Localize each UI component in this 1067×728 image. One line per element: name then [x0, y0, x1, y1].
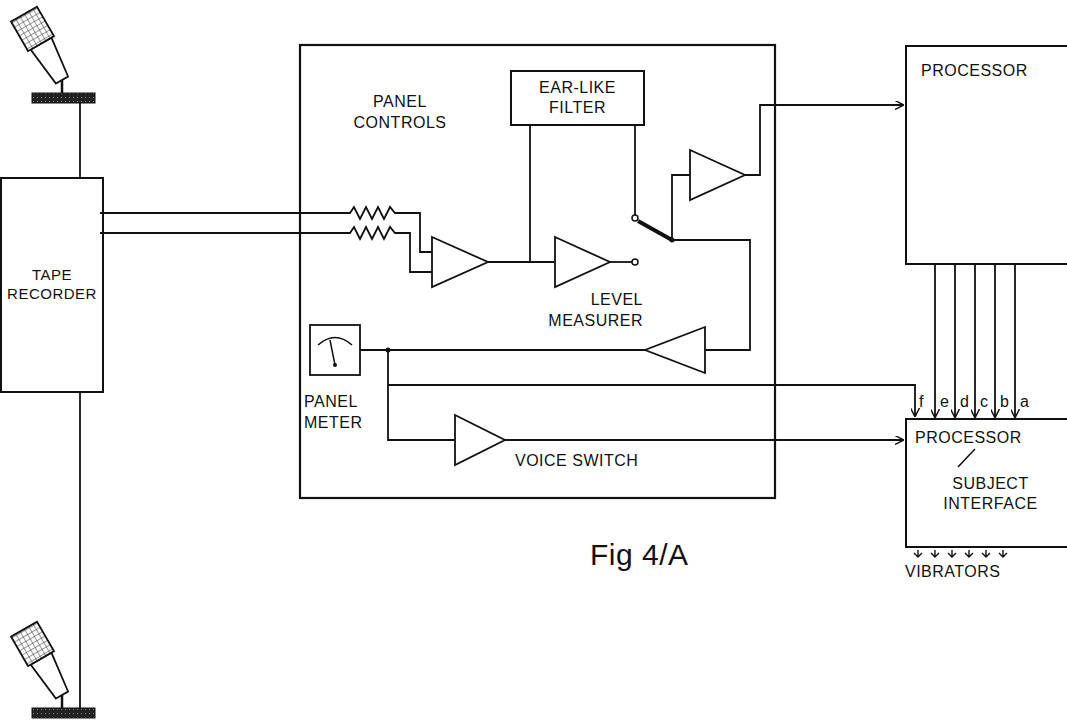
wire-letter: f — [919, 392, 924, 413]
wire-letter: c — [980, 392, 989, 413]
microphone — [11, 7, 95, 103]
slash-mark — [958, 449, 975, 467]
processor-box: PROCESSOR — [905, 45, 1067, 265]
wire-letter: d — [960, 392, 969, 413]
filter-label: EAR-LIKE FILTER — [517, 78, 638, 118]
level-measurer-amplifier — [645, 327, 705, 373]
microphone — [11, 622, 95, 718]
vibrator-arrow — [982, 550, 990, 557]
switch-label: VOICE SWITCH — [515, 451, 638, 472]
selector-switch — [632, 215, 675, 265]
meter-label: PANEL METER — [304, 392, 380, 434]
wire-letter: e — [940, 392, 949, 413]
tape-recorder-label: TAPE RECORDER — [6, 266, 98, 304]
panel-meter — [310, 325, 360, 375]
signal-line — [1014, 265, 1016, 417]
vibrators-label: VIBRATORS — [905, 562, 1000, 583]
measurer-label: LEVEL MEASURER — [525, 290, 643, 332]
amplifier-symbol — [690, 150, 745, 200]
input-wire — [100, 207, 432, 272]
wire-letter: a — [1020, 392, 1029, 413]
signal-line — [994, 265, 996, 417]
signal-wire — [488, 105, 903, 350]
control-unit-box — [300, 45, 775, 498]
figure-caption: Fig 4/A — [590, 535, 689, 574]
filter-box: EAR-LIKE FILTER — [510, 70, 645, 126]
junction-dot — [386, 348, 391, 353]
vibrator-arrow — [931, 550, 939, 557]
mic-wire — [79, 103, 81, 177]
vibrator-arrow — [999, 550, 1007, 557]
vibrator-arrow — [914, 550, 922, 557]
processor-label: PROCESSOR — [921, 61, 1064, 81]
interface-label: SUBJECT INTERFACE — [933, 474, 1048, 514]
voice-switch-amplifier — [455, 415, 505, 465]
mic-wire — [79, 393, 81, 708]
control-label: PANEL CONTROLS — [335, 92, 465, 134]
tape-recorder-box: TAPE RECORDER — [0, 177, 104, 393]
vibrator-arrows — [914, 550, 1007, 557]
interface-box: PROCESSOR SUBJECT INTERFACE — [905, 418, 1067, 548]
processor-label: PROCESSOR — [915, 428, 1067, 448]
amplifier-symbol — [432, 237, 488, 287]
wire-letter: b — [1000, 392, 1009, 413]
signal-wire — [360, 349, 645, 351]
vibrator-arrow — [948, 550, 956, 557]
signal-line — [934, 265, 936, 417]
vibrator-arrow — [965, 550, 973, 557]
amplifier-symbol — [555, 237, 610, 287]
signal-line — [974, 265, 976, 417]
signal-line — [954, 265, 956, 417]
